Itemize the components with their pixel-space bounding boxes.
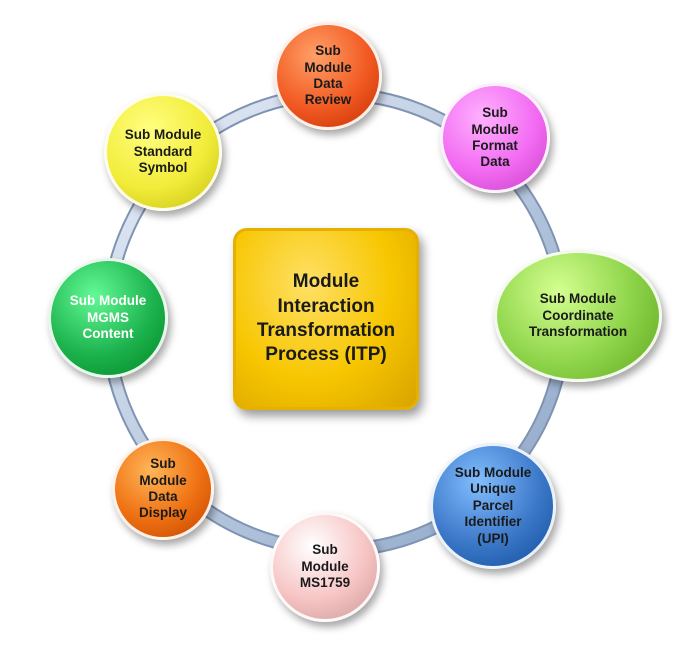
node-mgms-content: Sub Module MGMS Content <box>48 258 168 378</box>
node-label-format-data: Sub Module Format Data <box>471 105 519 170</box>
center-module-label: Module Interaction Transformation Proces… <box>256 271 396 366</box>
node-upi: Sub Module Unique Parcel Identifier (UPI… <box>430 443 556 569</box>
node-label-standard-symbol: Sub Module Standard Symbol <box>124 127 202 176</box>
node-data-display: Sub Module Data Display <box>112 438 214 540</box>
node-label-mgms-content: Sub Module MGMS Content <box>69 293 147 342</box>
node-label-data-review: Sub Module Data Review <box>304 43 352 108</box>
node-data-review: Sub Module Data Review <box>274 22 382 130</box>
center-module-box: Module Interaction Transformation Proces… <box>233 228 419 410</box>
node-label-data-display: Sub Module Data Display <box>138 456 188 521</box>
node-label-upi: Sub Module Unique Parcel Identifier (UPI… <box>454 464 532 546</box>
node-label-ms1759: Sub Module MS1759 <box>299 542 351 591</box>
node-format-data: Sub Module Format Data <box>440 83 550 193</box>
node-label-coordinate-transformation: Sub Module Coordinate Transformation <box>528 291 628 340</box>
node-ms1759: Sub Module MS1759 <box>270 512 380 622</box>
node-coordinate-transformation: Sub Module Coordinate Transformation <box>494 250 662 382</box>
node-standard-symbol: Sub Module Standard Symbol <box>104 93 222 211</box>
